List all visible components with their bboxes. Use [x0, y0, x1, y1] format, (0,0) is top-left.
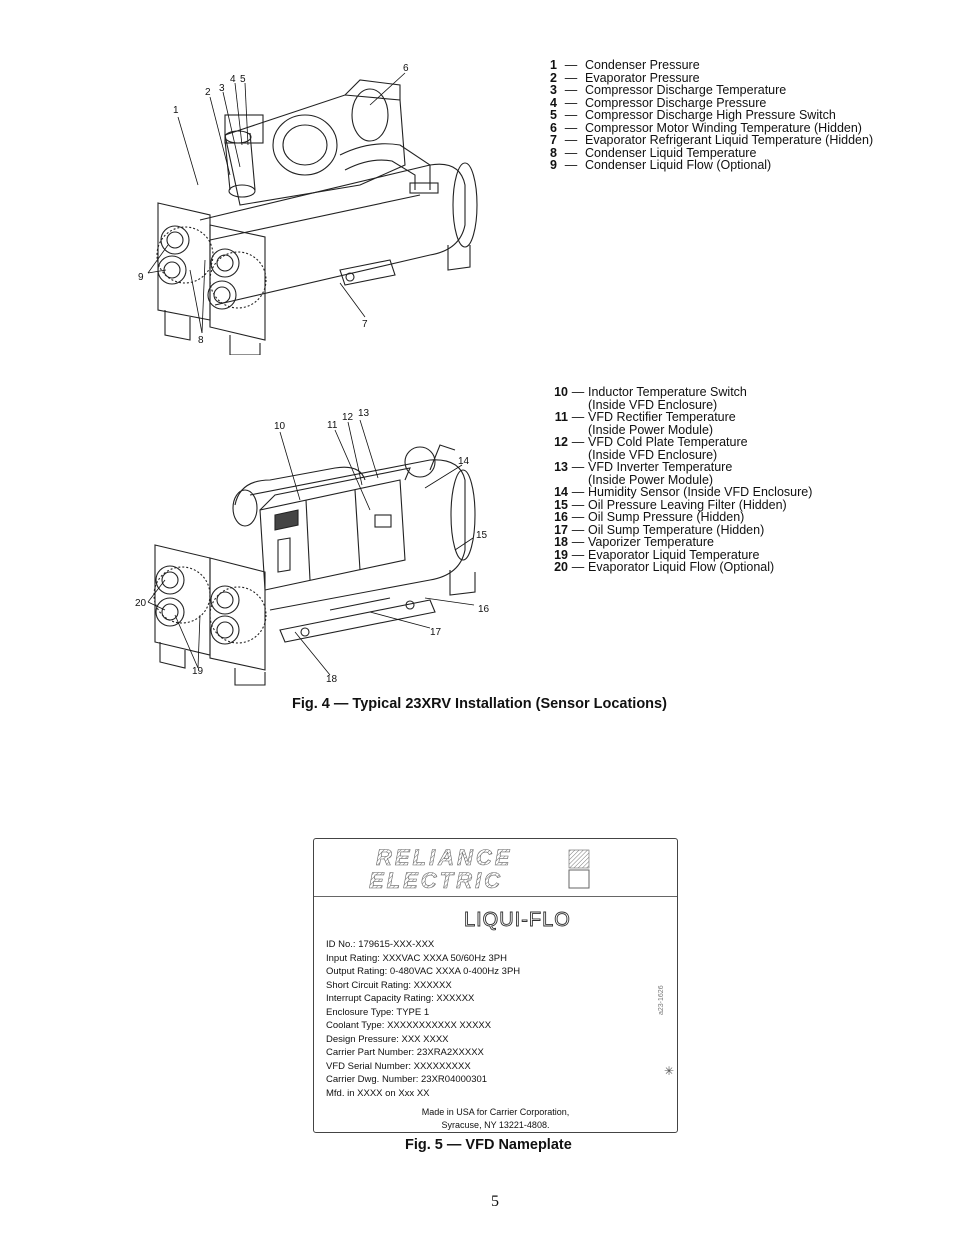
- legend-item: 1—Condenser Pressure: [550, 58, 700, 72]
- vfd-nameplate: RELIANCE ELECTRIC LIQUI-FLO ID No.: 1796…: [313, 838, 678, 1133]
- callout-3: 3: [219, 83, 225, 94]
- callout-10: 10: [274, 421, 286, 432]
- crosshair-mark: ✳: [664, 1064, 675, 1078]
- callout-2: 2: [205, 87, 211, 98]
- spec-line: Enclosure Type: TYPE 1: [326, 1006, 430, 1018]
- callout-9: 9: [138, 272, 144, 283]
- callout-11: 11: [327, 420, 338, 431]
- legend-item: 11—VFD Rectifier Temperature: [554, 410, 736, 424]
- reliance-electric-logo: RELIANCE ELECTRIC: [314, 839, 677, 897]
- legend-item: 3—Compressor Discharge Temperature: [550, 83, 787, 97]
- legend-item: 8—Condenser Liquid Temperature: [550, 145, 757, 160]
- callout-1: 1: [173, 105, 179, 116]
- legend-top: 1—Condenser Pressure 2—Evaporator Pressu…: [547, 59, 873, 172]
- legend-item: 12—VFD Cold Plate Temperature: [554, 435, 748, 449]
- callout-14: 14: [458, 456, 470, 467]
- spec-line: Design Pressure: XXX XXXX: [326, 1033, 449, 1045]
- side-code: a23-1626: [658, 985, 665, 1015]
- legend-item: 16—Oil Sump Pressure (Hidden): [554, 510, 745, 524]
- legend-item-continuation: (Inside VFD Enclosure): [588, 447, 718, 462]
- legend-item: 19—Evaporator Liquid Temperature: [554, 547, 760, 562]
- legend-item: 10—Inductor Temperature Switch: [554, 385, 747, 399]
- page-number: 5: [491, 1193, 499, 1210]
- legend-item: 18—Vaporizer Temperature: [554, 535, 714, 549]
- callout-15: 15: [476, 530, 488, 541]
- chiller-drawing-top: 1 2 3 4 5 6 7 8 9: [138, 63, 478, 355]
- legend-item: 7—Evaporator Refrigerant Liquid Temperat…: [550, 133, 874, 147]
- footer-line: Syracuse, NY 13221-4808.: [441, 1119, 550, 1130]
- callout-4: 4: [230, 74, 236, 85]
- legend-item: 15—Oil Pressure Leaving Filter (Hidden): [554, 497, 787, 512]
- figure4-caption: Fig. 4 — Typical 23XRV Installation (Sen…: [292, 696, 667, 712]
- chiller-drawing-bottom: 10 11 12 13 14 15 16 17 18 19 20: [135, 408, 490, 686]
- svg-text:LIQUI-FLO: LIQUI-FLO: [464, 909, 571, 931]
- liquiflo-logo: LIQUI-FLO: [464, 909, 571, 932]
- legend-item-continuation: (Inside VFD Enclosure): [588, 397, 718, 412]
- callout-13: 13: [358, 408, 370, 419]
- callout-8: 8: [198, 335, 204, 346]
- callout-19: 19: [192, 666, 204, 677]
- callout-18: 18: [326, 674, 338, 685]
- legend-item: 6—Compressor Motor Winding Temperature (…: [550, 120, 862, 135]
- legend-item: 14—Humidity Sensor (Inside VFD Enclosure…: [554, 485, 813, 499]
- spec-line: VFD Serial Number: XXXXXXXXX: [326, 1060, 471, 1072]
- legend-item: 20—Evaporator Liquid Flow (Optional): [554, 560, 775, 574]
- spec-line: Coolant Type: XXXXXXXXXXX XXXXX: [326, 1020, 492, 1031]
- nameplate-specs: ID No.: 179615-XXX-XXX Input Rating: XXX…: [326, 938, 520, 1100]
- spec-line: Input Rating: XXXVAC XXXA 50/60Hz 3PH: [326, 952, 507, 964]
- callout-6: 6: [403, 63, 409, 74]
- figure5-caption: Fig. 5 — VFD Nameplate: [405, 1137, 572, 1153]
- legend-item-continuation: (Inside Power Module): [588, 422, 714, 437]
- logo-line2: ELECTRIC: [369, 868, 503, 893]
- callout-12: 12: [342, 412, 354, 423]
- callout-20: 20: [135, 598, 147, 609]
- legend-item: 9—Condenser Liquid Flow (Optional): [550, 158, 772, 172]
- callout-5: 5: [240, 74, 246, 85]
- legend-item: 5—Compressor Discharge High Pressure Swi…: [550, 108, 836, 122]
- nameplate-footer: Made in USA for Carrier Corporation, Syr…: [314, 1106, 677, 1131]
- spec-line: Mfd. in XXXX on Xxx XX: [326, 1087, 430, 1099]
- spec-line: Short Circuit Rating: XXXXXX: [326, 979, 452, 991]
- logo-line1: RELIANCE: [376, 845, 512, 870]
- legend-bottom: 10—Inductor Temperature Switch (Inside V…: [550, 386, 812, 574]
- spec-line: Carrier Part Number: 23XRA2XXXXX: [326, 1047, 484, 1058]
- spec-line: Interrupt Capacity Rating: XXXXXX: [326, 993, 475, 1004]
- footer-line: Made in USA for Carrier Corporation,: [421, 1107, 570, 1117]
- spec-line: Output Rating: 0-480VAC XXXA 0-400Hz 3PH: [326, 966, 521, 977]
- spec-line: ID No.: 179615-XXX-XXX: [326, 939, 435, 950]
- spec-line: Carrier Dwg. Number: 23XR04000301: [326, 1074, 488, 1085]
- callout-16: 16: [478, 604, 490, 615]
- legend-item-continuation: (Inside Power Module): [588, 472, 714, 487]
- legend-item: 17—Oil Sump Temperature (Hidden): [554, 522, 765, 537]
- callout-17: 17: [430, 627, 442, 638]
- legend-item: 4—Compressor Discharge Pressure: [550, 95, 767, 110]
- legend-item: 2—Evaporator Pressure: [550, 70, 700, 85]
- callout-7: 7: [362, 319, 368, 330]
- legend-item: 13—VFD Inverter Temperature: [554, 460, 733, 474]
